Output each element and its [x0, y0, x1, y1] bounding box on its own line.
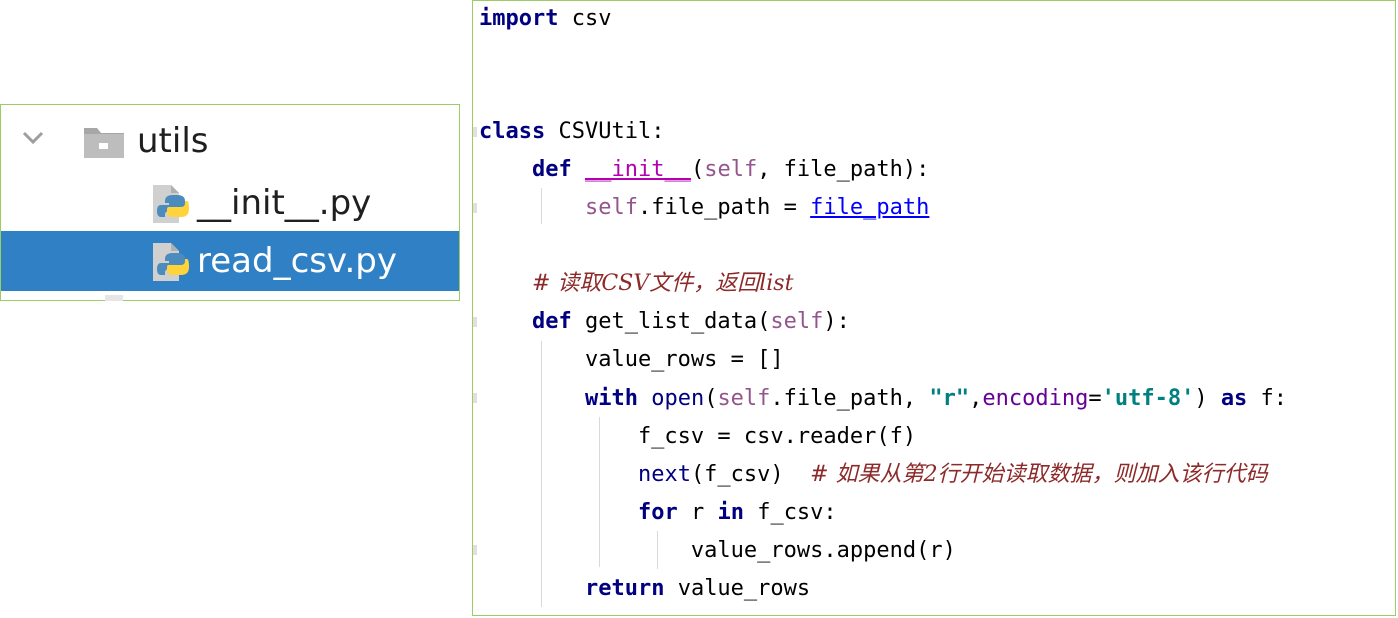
code-token — [638, 386, 651, 411]
code-token — [479, 576, 585, 601]
code-token: f_csv: — [743, 500, 837, 525]
code-token: def — [531, 157, 572, 182]
indent-guide — [541, 188, 542, 224]
code-token: self — [584, 195, 638, 220]
code-token: import — [479, 6, 559, 31]
code-token: open — [651, 386, 705, 411]
code-editor[interactable]: import csv class CSVUtil: def __init__(s… — [472, 0, 1396, 616]
code-token: , file_path): — [757, 157, 930, 182]
tree-item-init-py[interactable]: __init__.py — [1, 173, 459, 233]
code-line-import[interactable]: import csv — [479, 1, 611, 37]
code-token: encoding — [982, 386, 1089, 411]
fold-marker[interactable] — [473, 127, 477, 137]
code-token: .file_path, — [770, 386, 930, 411]
code-token — [572, 157, 585, 182]
code-token — [479, 500, 638, 525]
code-line-reader[interactable]: f_csv = csv.reader(f) — [479, 419, 916, 455]
fold-marker[interactable] — [473, 203, 477, 213]
code-token: ( — [704, 386, 718, 411]
fold-marker[interactable] — [473, 393, 477, 403]
code-token: self — [770, 309, 824, 334]
code-token: ): — [823, 309, 850, 334]
code-token: CSVUtil: — [545, 119, 665, 144]
indent-guide — [541, 341, 542, 607]
code-line-value-rows[interactable]: value_rows = [] — [479, 342, 784, 378]
tree-label-utils: utils — [137, 121, 209, 161]
code-token — [479, 271, 532, 296]
code-token: # 如果从第2行开始读取数据，则加入该行代码 — [810, 462, 1268, 487]
code-token: class — [479, 119, 546, 144]
code-token — [479, 157, 532, 182]
code-token: ( — [690, 157, 705, 182]
code-line-next[interactable]: next(f_csv) # 如果从第2行开始读取数据，则加入该行代码 — [479, 457, 1268, 493]
code-token: .file_path = — [637, 195, 811, 220]
code-token: # 读取CSV文件，返回list — [531, 271, 794, 296]
code-token — [479, 386, 585, 411]
code-token: file_path — [810, 195, 930, 220]
python-file-icon — [153, 185, 189, 223]
code-token: r — [677, 500, 718, 525]
code-token: value_rows.append(r) — [479, 538, 956, 563]
code-token — [479, 309, 532, 334]
code-token: in — [717, 500, 744, 525]
code-token: for — [637, 500, 678, 525]
python-file-icon — [153, 243, 189, 281]
code-token: (f_csv) — [690, 462, 811, 487]
code-line-def-init[interactable]: def __init__(self, file_path): — [479, 152, 929, 188]
tree-label-read-csv-py: read_csv.py — [197, 241, 397, 281]
code-token: = — [1088, 386, 1102, 411]
chevron-down-icon[interactable] — [22, 131, 44, 145]
code-token: csv — [558, 6, 612, 31]
code-token: value_rows — [664, 576, 811, 601]
code-token: value_rows = [] — [479, 347, 784, 372]
code-token: f_csv = csv.reader(f) — [479, 424, 917, 449]
code-token: , — [969, 386, 983, 411]
code-line-append[interactable]: value_rows.append(r) — [479, 533, 956, 569]
code-token: self — [704, 157, 758, 182]
indent-guide — [657, 531, 658, 569]
code-token: f: — [1247, 386, 1288, 411]
code-token: as — [1220, 386, 1248, 411]
code-token: return — [584, 576, 665, 601]
code-token — [479, 195, 585, 220]
code-line-def-get[interactable]: def get_list_data(self): — [479, 304, 850, 340]
code-token: with — [584, 386, 638, 411]
indent-guide — [599, 417, 600, 567]
tree-label-init-py: __init__.py — [197, 183, 372, 223]
code-token: def — [531, 309, 572, 334]
code-token: __init__ — [584, 157, 691, 182]
code-line-class[interactable]: class CSVUtil: — [479, 114, 664, 150]
code-line-comment[interactable]: # 读取CSV文件，返回list — [479, 266, 793, 302]
code-token: "r" — [929, 386, 970, 411]
tree-item-utils[interactable]: utils — [1, 111, 459, 171]
folder-icon — [84, 128, 124, 158]
code-token — [479, 462, 638, 487]
tree-item-partial — [105, 295, 123, 301]
code-token: 'utf-8' — [1101, 386, 1195, 411]
project-tree: utils __init__.py read_csv.py — [0, 104, 460, 301]
code-token: get_list_data( — [571, 309, 771, 334]
code-line-assign[interactable]: self.file_path = file_path — [479, 190, 929, 226]
tree-item-read-csv-py[interactable]: read_csv.py — [1, 231, 459, 291]
fold-marker[interactable] — [473, 317, 477, 327]
code-token: ) — [1194, 386, 1221, 411]
code-line-for[interactable]: for r in f_csv: — [479, 495, 837, 531]
fold-marker[interactable] — [473, 545, 477, 555]
code-line-with-open[interactable]: with open(self.file_path, "r",encoding='… — [479, 381, 1287, 417]
code-line-return[interactable]: return value_rows — [479, 571, 810, 607]
code-token: next — [637, 462, 691, 487]
code-token: self — [717, 386, 771, 411]
